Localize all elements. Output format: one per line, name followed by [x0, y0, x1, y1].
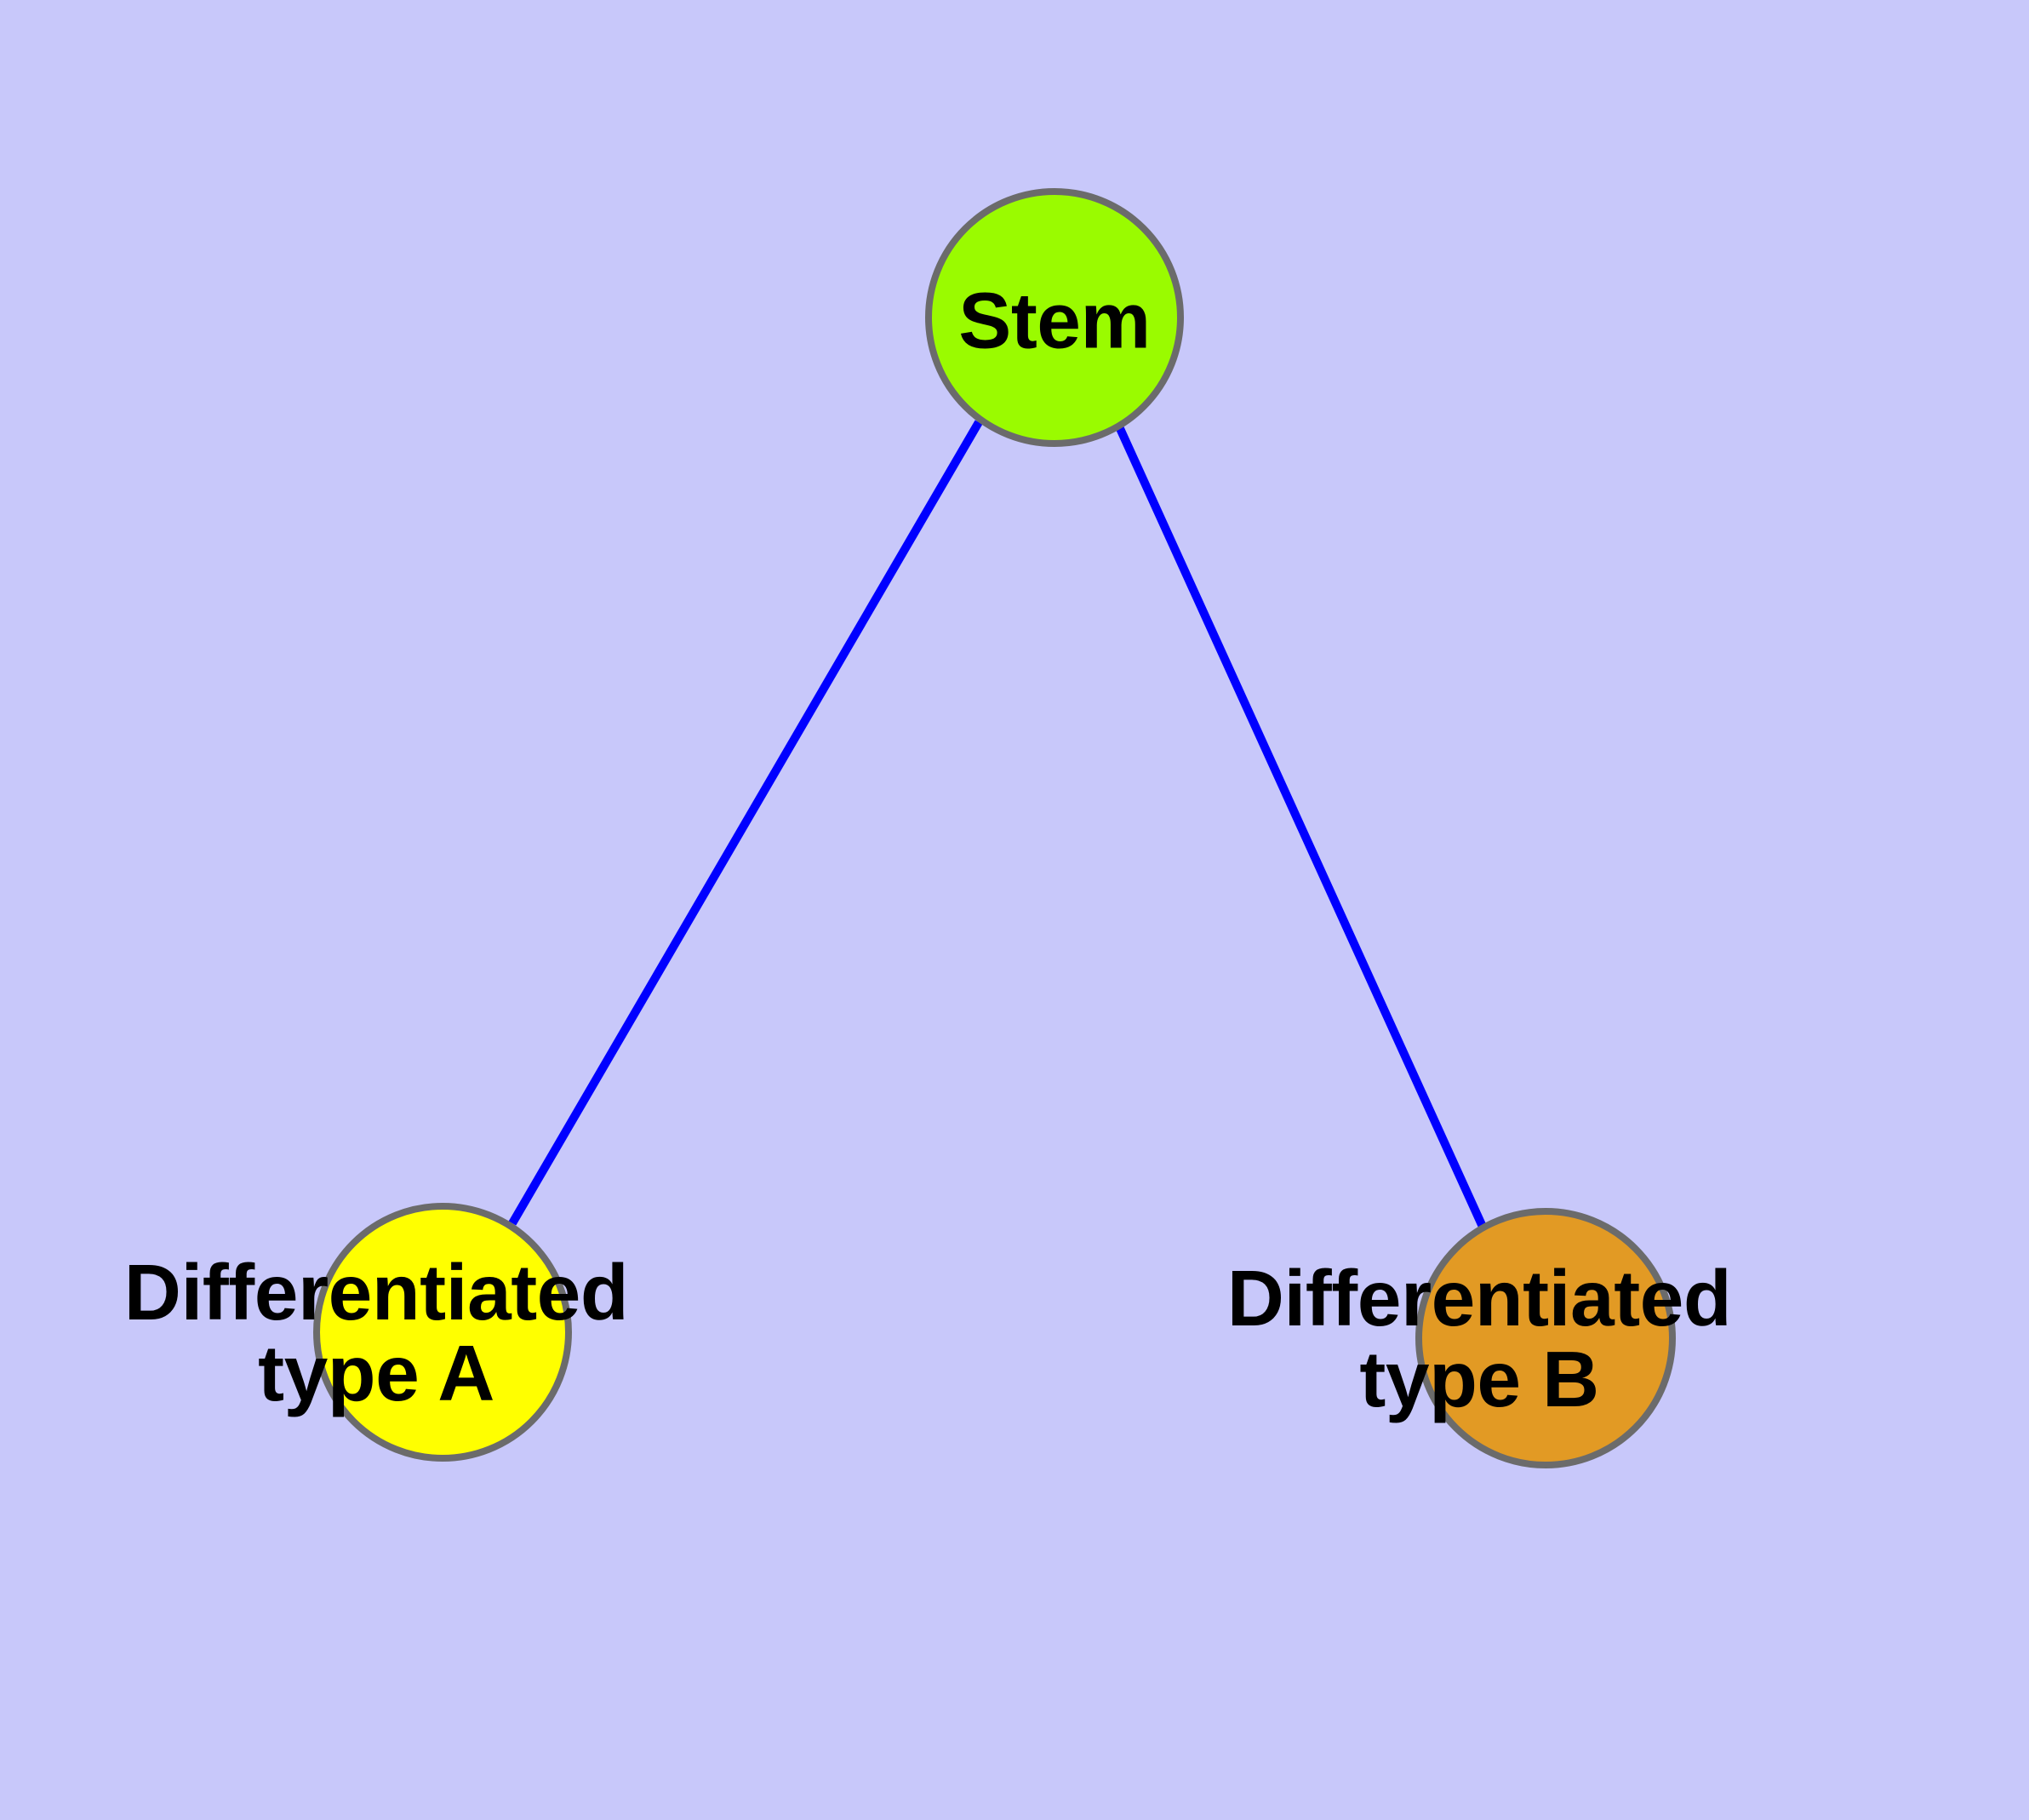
nodes-group — [313, 188, 1676, 1468]
edge-stem-to-differentiated-type-b[interactable] — [1114, 422, 1487, 1229]
node-differentiated-type-b[interactable] — [1415, 1208, 1676, 1468]
edge-stem-to-differentiated-type-a[interactable] — [508, 420, 983, 1226]
node-differentiated-type-a[interactable] — [313, 1203, 572, 1462]
node-stem[interactable] — [925, 188, 1184, 447]
edges-group — [508, 420, 1487, 1229]
